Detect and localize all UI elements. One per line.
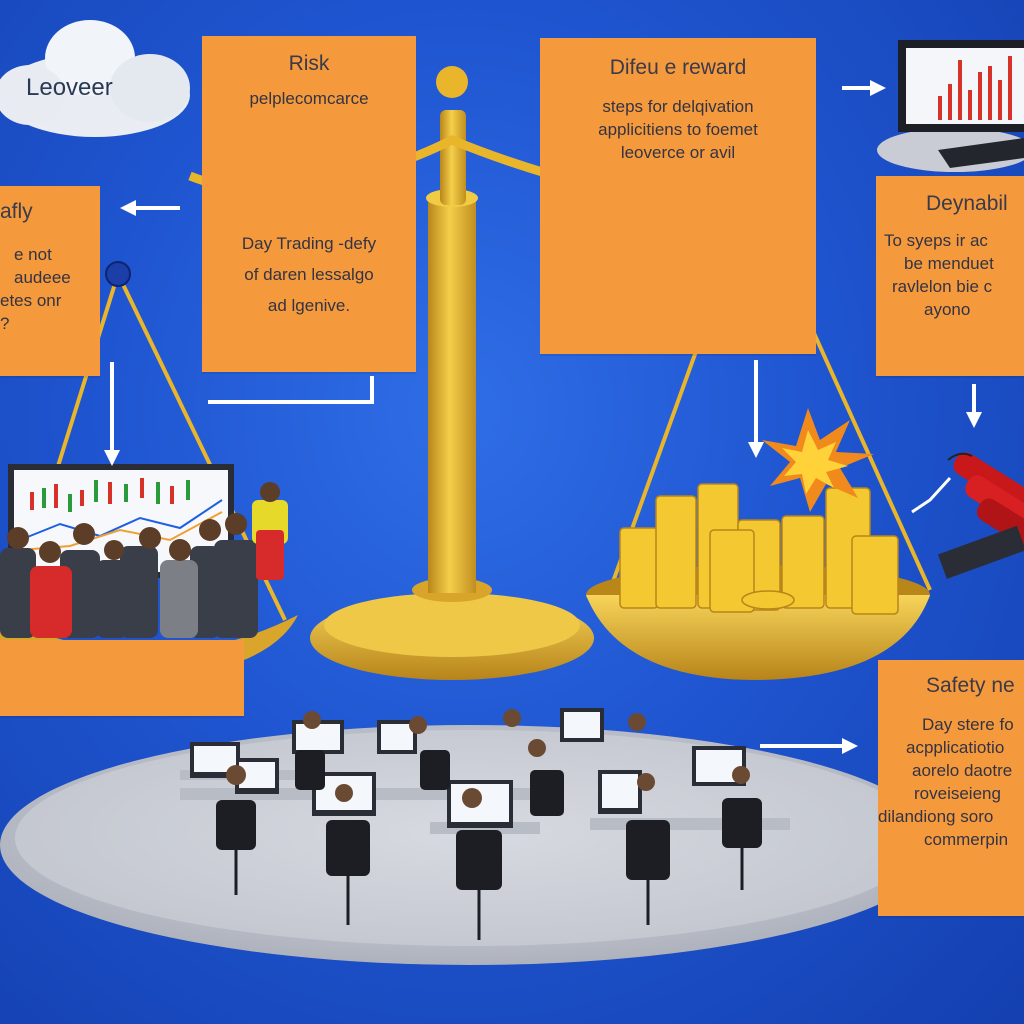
risk-box: Risk pelplecomcarce Day Trading -defy of… — [202, 36, 416, 372]
risk-title: Risk — [288, 52, 330, 75]
reward-body-line: leoverce or avil — [620, 143, 736, 163]
right-bottom-body-line: dilandiong soro — [878, 807, 994, 827]
risk-body-line: ad lgenive. — [267, 296, 351, 316]
risk-subtitle: pelplecomcarce — [249, 89, 369, 109]
right-top-box: Deynabil To syeps ir ac be menduet ravle… — [876, 176, 1024, 376]
left-body-line: etes onr — [0, 291, 62, 311]
left-box: afly e not audeee etes onr ? — [0, 186, 100, 376]
right-top-title: Deynabil — [926, 192, 1008, 215]
right-bottom-box: Safety ne Day stere fo acpplicatiotio ao… — [878, 660, 1024, 916]
right-bottom-body-line: acpplicatiotio — [906, 738, 1005, 758]
arrow-icon — [104, 80, 982, 754]
left-title: afly — [0, 200, 33, 223]
reward-title: Difeu e reward — [609, 56, 747, 79]
left-bottom-box — [0, 640, 244, 716]
monitor-chart-icon — [877, 40, 1024, 172]
left-body-line: e not — [14, 245, 52, 265]
right-bottom-body-line: aorelo daotre — [912, 761, 1013, 781]
reward-box: Difeu e reward steps for delqivation app… — [540, 38, 816, 354]
reward-body-line: steps for delqivation — [602, 97, 754, 117]
coin-stacks-icon — [619, 483, 899, 615]
risk-body-line: Day Trading -defy — [241, 234, 377, 254]
cloud-label: Leoveer — [26, 74, 113, 101]
right-bottom-body-line: Day stere fo — [922, 715, 1014, 735]
right-bottom-body-line: roveiseieng — [914, 784, 1001, 804]
right-top-body-line: be menduet — [904, 254, 994, 274]
reward-body-line: applicitiens to foemet — [598, 120, 758, 140]
right-top-body-line: ayono — [924, 300, 971, 320]
dynamite-icon — [911, 452, 1024, 579]
right-bottom-body-line: commerpin — [924, 830, 1009, 850]
risk-body-line: of daren lessalgo — [244, 265, 374, 285]
right-bottom-title: Safety ne — [926, 674, 1015, 697]
crowd — [0, 482, 288, 638]
left-body-line: ? — [0, 314, 10, 334]
right-top-body-line: To syeps ir ac — [884, 231, 988, 251]
explosion-icon — [762, 408, 874, 512]
right-top-body-line: ravlelon bie c — [892, 277, 993, 297]
cloud-icon — [0, 20, 190, 137]
office-workstations — [180, 708, 790, 940]
left-body-line: audeee — [14, 268, 71, 288]
